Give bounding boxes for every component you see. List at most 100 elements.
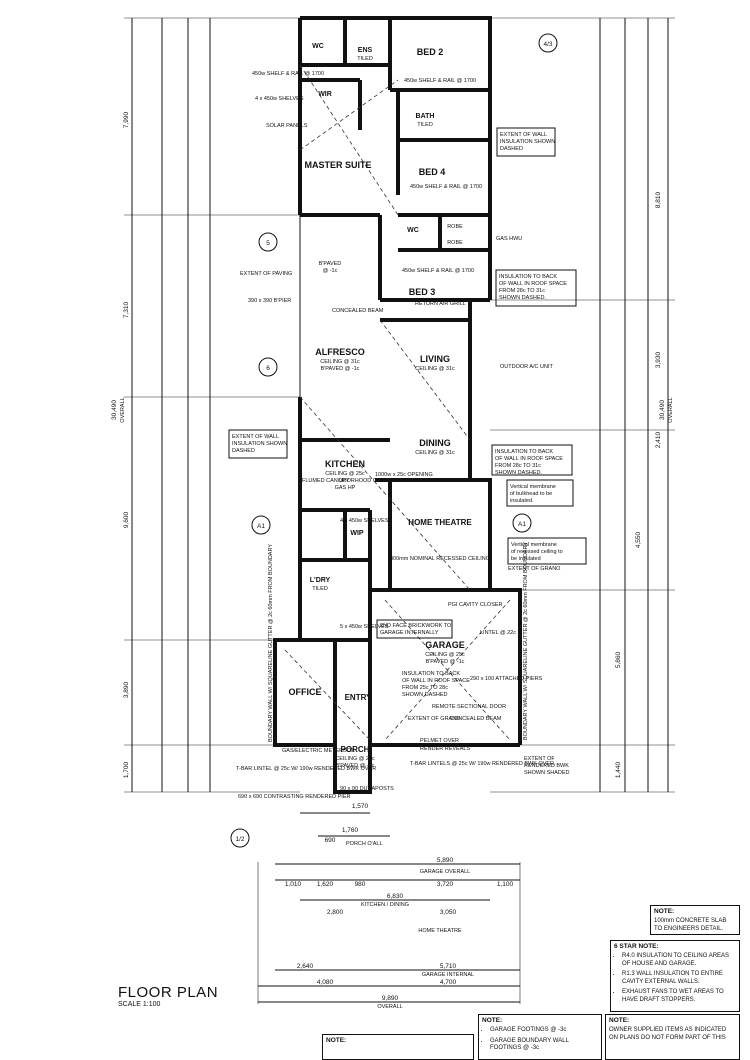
right-dimension-strings: 30,490 OVERALL 8,810 3,930 2,410 4,550 5… (490, 17, 675, 793)
room-garage: GARAGE (425, 640, 465, 650)
label-gas-hwu: GAS HWU (496, 236, 522, 242)
room-wir-top: WIR (318, 91, 332, 98)
label-piers: 290 x 100 ATTACHED PIERS (470, 676, 543, 682)
room-bed2: BED 2 (417, 47, 444, 57)
room-porch-sub2: B'PAVED @ -1c (336, 763, 375, 769)
label-lintel: LINTEL @ 22c (480, 630, 516, 636)
note-owner-text: OWNER SUPPLIED ITEMS AS INDICATED ON PLA… (609, 1027, 727, 1041)
room-bath-sub: TILED (417, 122, 433, 128)
dim-1700: 1,700 (123, 761, 130, 778)
room-office: OFFICE (289, 687, 322, 697)
dim-b5890: 5,890 (437, 857, 454, 864)
dim-r2410: 2,410 (655, 431, 662, 448)
marker-4-3: 4/3 (543, 41, 552, 48)
room-living: LIVING (420, 354, 450, 364)
note-6-star-item: R4.0 INSULATION TO CEILING AREAS OF HOUS… (622, 953, 736, 968)
dim-b1760: 1,760 (342, 827, 359, 834)
room-bed4: BED 4 (419, 167, 446, 177)
label-shelf1: 450w SHELF & RAIL @ 1700 (252, 71, 324, 77)
label-beam: CONCEALED BEAM (332, 308, 384, 314)
dim-b1010: 1,010 (285, 881, 302, 888)
bottom-dimension-strings: 1,570 1,760 690 5,890 GARAGE OVERALL 1,0… (257, 803, 521, 1010)
label-shelves1: 4 x 450w SHELVES (255, 96, 304, 102)
room-alfresco-sub2: B'PAVED @ -1c (321, 366, 360, 372)
room-ens-sub: TILED (357, 56, 373, 62)
room-kitchen-sub2: UBO (339, 478, 352, 484)
room-wc-top: WC (312, 43, 324, 50)
dim-r8810: 8,810 (655, 191, 662, 208)
room-porch: PORCH (341, 745, 370, 754)
dim-b4700: 4,700 (440, 979, 457, 986)
label-shelf3: 450w SHELF & RAIL @ 1700 (410, 184, 482, 190)
dim-b980: 980 (355, 881, 366, 888)
dim-total-left-sub: OVERALL (120, 397, 126, 422)
label-render: RENDER REVEALS (420, 746, 470, 752)
room-entry: ENTRY (345, 693, 372, 702)
dim-b5710: 5,710 (440, 963, 457, 970)
label-boundary2: BOUNDARY WALL W/ SQUARELINE GUTTER @ 2c … (523, 542, 529, 740)
label-solar: SOLAR PANELS (266, 123, 308, 129)
dim-b2640: 2,640 (297, 963, 314, 970)
dim-total-right: 30,490 (659, 400, 666, 420)
label-garage-internal: GARAGE INTERNAL (422, 972, 474, 978)
dim-total-right-sub: OVERALL (668, 397, 674, 422)
note-concrete-text: 100mm CONCRETE SLAB TO ENGINEERS DETAIL. (654, 918, 727, 932)
room-alfresco: ALFRESCO (315, 347, 365, 357)
left-dimension-strings: 30,490 OVERALL 7,990 7,310 9,600 3,890 1… (111, 17, 300, 793)
internal-walls (300, 18, 520, 745)
dim-b6830: 6,830 (387, 893, 404, 900)
label-beam2: CONCEALED BEAM (450, 716, 502, 722)
room-garage-sub2: B'PAVED @ -1c (426, 659, 465, 665)
dim-b3720: 3,720 (437, 881, 454, 888)
label-meterbox: GAS/ELECTRIC METERBOX (282, 748, 355, 754)
dim-b2800: 2,800 (327, 909, 344, 916)
label-shelves3: 5 x 450w SHELVES (340, 624, 389, 630)
room-robe2: ROBE (447, 240, 463, 246)
dim-7310: 7,310 (123, 301, 130, 318)
room-living-sub: CEILING @ 31c (415, 366, 455, 372)
label-boundary1: BOUNDARY WALL W/ SQUARELINE GUTTER @ 2c … (268, 544, 274, 742)
label-grano2: EXTENT OF GRANO (408, 716, 461, 722)
room-ldry: L'DRY (310, 577, 331, 584)
label-shelves2: 4 x 450w SHELVES (340, 518, 389, 524)
room-bed3: BED 3 (409, 287, 436, 297)
note-footings: NOTE: GARAGE FOOTINGS @ -3c GARAGE BOUND… (478, 1014, 602, 1060)
dim-b3050: 3,050 (440, 909, 457, 916)
dim-7990: 7,990 (123, 111, 130, 128)
label-paving: EXTENT OF PAVING (240, 271, 292, 277)
label-pier: 390 x 390 B'PIER (248, 298, 291, 304)
label-opening: 1000w x 25c OPENING (375, 472, 433, 478)
dim-b1620: 1,620 (317, 881, 334, 888)
room-paved-sub: @ -1c (323, 268, 338, 274)
room-robe1: ROBE (447, 224, 463, 230)
marker-6: 6 (266, 365, 270, 372)
room-labels: BED 2 ENS TILED WC WIR BATH TILED MASTER… (289, 43, 491, 769)
marker-1-2: 1/2 (235, 836, 244, 843)
note-bottom-title: NOTE: (326, 1037, 347, 1044)
dim-b4080: 4,080 (317, 979, 334, 986)
dim-r5860: 5,860 (615, 651, 622, 668)
dashed-insulation-lines (284, 64, 511, 741)
label-canopy: FLUMED CANOPY RHOOD OVER (302, 478, 388, 484)
label-overall: OVERALL (377, 1004, 402, 1010)
marker-a1-right: A1 (518, 521, 526, 528)
room-home-theatre: HOME THEATRE (408, 518, 472, 527)
label-tbar1: T-BAR LINTEL @ 25c W/ 190w RENDERED BWK … (236, 766, 376, 772)
room-master: MASTER SUITE (304, 160, 371, 170)
note-concrete-title: NOTE: (654, 908, 675, 915)
dim-total-left: 30,490 (111, 400, 118, 420)
plan-title: FLOOR PLAN (118, 984, 219, 1001)
dim-9600: 9,600 (123, 511, 130, 528)
marker-5: 5 (266, 240, 270, 247)
dim-3890: 3,890 (123, 681, 130, 698)
label-kitchen-dining: KITCHEN / DINING (361, 902, 409, 908)
room-bath: BATH (416, 113, 435, 120)
